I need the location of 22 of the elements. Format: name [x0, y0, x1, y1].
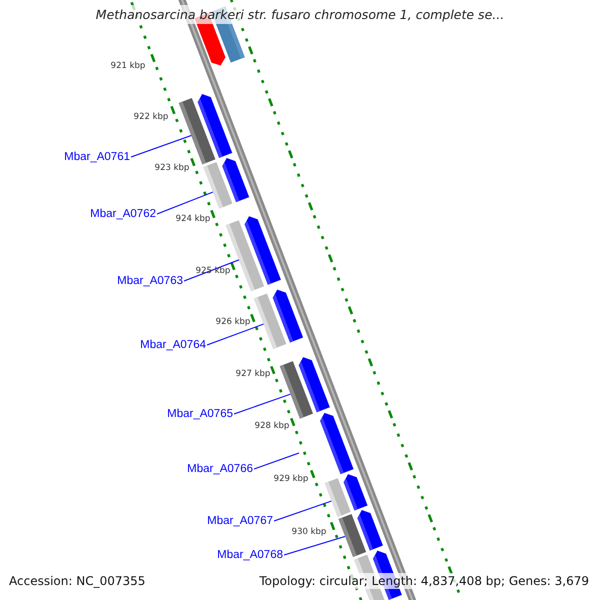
leader-line [130, 135, 192, 158]
scale-label: 924 kbp [176, 214, 210, 224]
leader-line [284, 536, 346, 556]
gene-label: Mbar_A0763 [117, 275, 183, 287]
scale-label: 925 kbp [196, 266, 230, 276]
scale-label: 921 kbp [110, 61, 146, 71]
leader-line [184, 259, 240, 282]
leader-line [206, 324, 264, 346]
gene-label: Mbar_A0766 [187, 463, 253, 475]
leader-line [156, 192, 214, 214]
scale-label: 923 kbp [154, 163, 190, 173]
leader-line [254, 452, 300, 470]
gene-label: Mbar_A0762 [90, 208, 156, 220]
gene-label: Mbar_A0761 [64, 151, 130, 163]
scale-label: 930 kbp [292, 527, 326, 537]
leader-line [234, 394, 291, 414]
scale-label: 927 kbp [236, 369, 270, 379]
gene-label: Mbar_A0765 [167, 408, 233, 420]
gene-label: Mbar_A0767 [207, 515, 273, 527]
gene-label: Mbar_A0768 [217, 549, 283, 561]
gene-label: Mbar_A0764 [140, 339, 206, 351]
leader-line [274, 500, 332, 522]
